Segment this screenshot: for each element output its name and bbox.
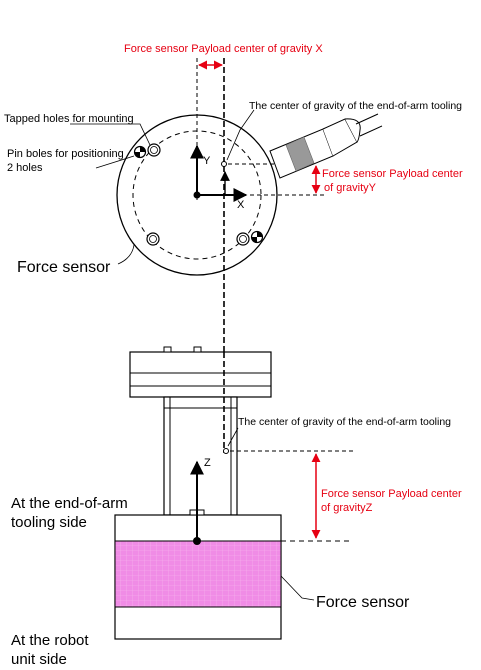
eoat-cog-side-label: The center of gravity of the end-of-arm … (238, 416, 451, 428)
y-axis-label: Y (203, 155, 211, 167)
x-axis-label: X (237, 199, 245, 211)
force-sensor-top-label: Force sensor (17, 259, 111, 276)
z-axis-label: Z (204, 457, 211, 469)
payload-cog-y-label-2: of gravityY (324, 182, 377, 194)
pin-holes-label-1: Pin boles for positioning (7, 148, 124, 160)
leader-force-sensor-side (280, 575, 315, 601)
payload-cog-x-label: Force sensor Payload center of gravity X (124, 43, 323, 55)
leader-eoat-cog-top (226, 109, 255, 161)
leader-eoat-cog-side (227, 427, 239, 447)
payload-cog-z-label-2: of gravityZ (321, 502, 373, 514)
side-top-plate (129, 351, 272, 398)
sensor-origin-dot-side (193, 537, 201, 545)
side-top-bump-left (163, 346, 172, 353)
robot-side-label-1: At the robot (11, 632, 89, 649)
eoat-cog-marker-side (223, 448, 229, 454)
side-top-bump-right (193, 346, 202, 353)
eoat-cog-top-label: The center of gravity of the end-of-arm … (249, 100, 462, 112)
leader-force-sensor-top (117, 244, 135, 265)
eoat-side-label-2: tooling side (11, 514, 87, 531)
robot-side-label-2: unit side (11, 651, 67, 668)
tapped-holes-label: Tapped holes for mounting (4, 113, 134, 125)
leader-pin-holes (95, 155, 135, 169)
tapped-hole-bottom-right (236, 232, 250, 246)
side-column (163, 396, 238, 516)
leader-tapped-holes (70, 123, 151, 146)
tapped-hole-top-left (147, 143, 161, 157)
eoat-side-label-1: At the end-of-arm (11, 495, 128, 512)
force-sensor-band (114, 540, 282, 608)
cable-connector (269, 113, 383, 179)
pin-hole-right (250, 230, 264, 244)
payload-cog-y-label-1: Force sensor Payload center (322, 168, 463, 180)
sensor-outer-circle (116, 114, 278, 276)
eoat-cog-marker-top (221, 161, 227, 167)
payload-cog-z-label-1: Force sensor Payload center (321, 488, 462, 500)
pin-holes-label-2: 2 holes (7, 162, 43, 174)
pin-hole-left (133, 145, 147, 159)
force-sensor-side-label: Force sensor (316, 594, 410, 611)
tapped-hole-bottom-left (146, 232, 160, 246)
